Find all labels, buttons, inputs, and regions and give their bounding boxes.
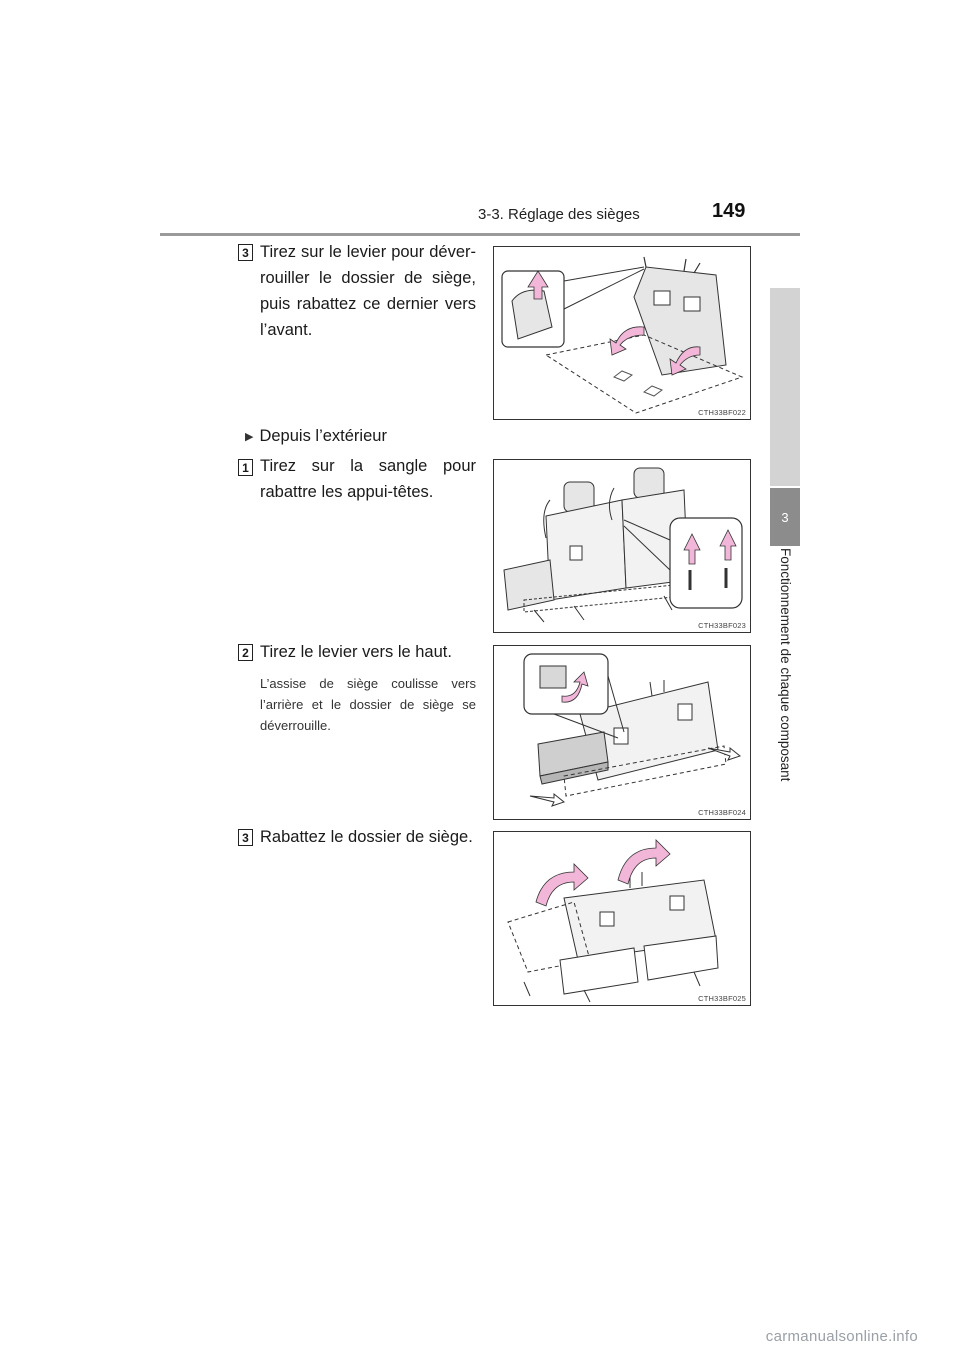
seat-illustration bbox=[523, 653, 742, 807]
figure-fold-seatback-down: CTH33BF025 bbox=[493, 831, 751, 1006]
chapter-tab bbox=[770, 488, 800, 546]
seat-illustration bbox=[507, 839, 719, 1003]
seat-illustration bbox=[503, 467, 743, 623]
figure-code: CTH33BF023 bbox=[698, 621, 746, 630]
header-rule bbox=[160, 233, 800, 236]
step-text: Tirez sur le levier pour déver-rouiller … bbox=[260, 243, 476, 339]
figure-pull-strap-headrests: CTH33BF023 bbox=[493, 459, 751, 633]
step-text: Rabattez le dossier de siège. bbox=[260, 828, 473, 846]
step-badge: 2 bbox=[238, 644, 253, 661]
figure-fold-seatback-forward: CTH33BF022 bbox=[493, 246, 751, 420]
step-text: Tirez le levier vers le haut. bbox=[260, 643, 452, 661]
figure-code: CTH33BF025 bbox=[698, 994, 746, 1003]
subheading-text: Depuis l’extérieur bbox=[259, 427, 387, 445]
figure-pull-lever-up: CTH33BF024 bbox=[493, 645, 751, 820]
step-badge: 1 bbox=[238, 459, 253, 476]
chapter-title-text: Fonctionnement de chaque composant bbox=[778, 548, 793, 782]
figure-code: CTH33BF024 bbox=[698, 808, 746, 817]
footer-watermark: carmanualsonline.info bbox=[765, 1328, 918, 1345]
side-tab-band bbox=[770, 288, 800, 486]
step-badge: 3 bbox=[238, 244, 253, 261]
chapter-title: Fonctionnement de chaque composant bbox=[770, 548, 800, 808]
section-title: 3-3. Réglage des sièges bbox=[478, 206, 640, 223]
subheading: ▶ Depuis l’extérieur bbox=[245, 427, 387, 446]
figure-code: CTH33BF022 bbox=[698, 408, 746, 417]
seat-illustration bbox=[501, 256, 744, 414]
step-text: Tirez sur la sangle pour rabattre les ap… bbox=[260, 457, 476, 501]
step-badge: 3 bbox=[238, 829, 253, 846]
step-note: L’assise de siège coulisse vers l’arrièr… bbox=[260, 676, 476, 733]
triangle-right-icon: ▶ bbox=[245, 431, 254, 443]
page-number: 149 bbox=[712, 200, 746, 222]
chapter-number: 3 bbox=[781, 509, 789, 525]
